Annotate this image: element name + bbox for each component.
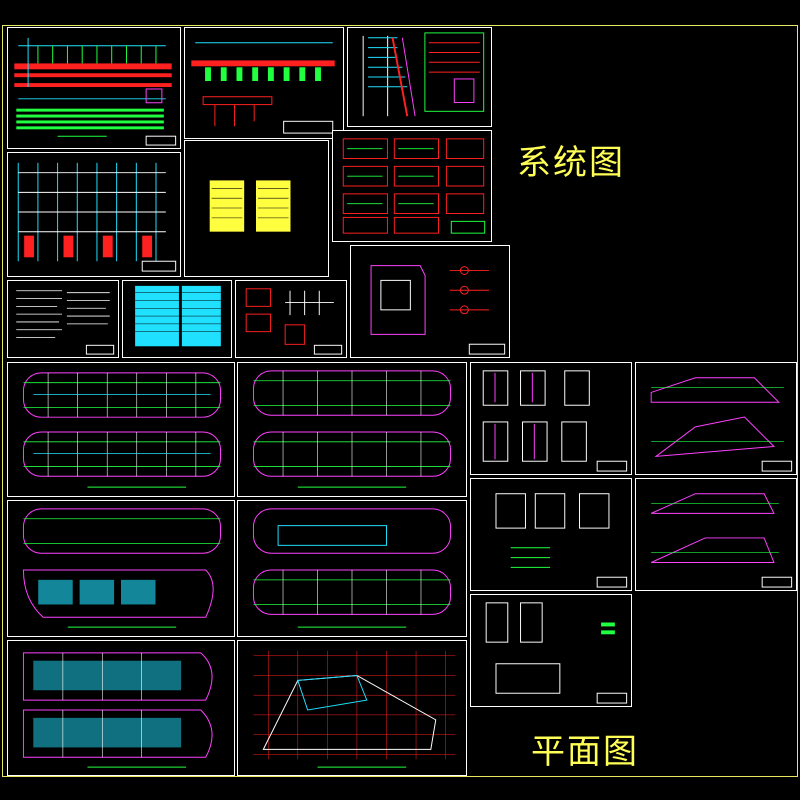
- sheet-room-details-1[interactable]: [470, 362, 632, 475]
- sheet-roof-plan-1[interactable]: [635, 362, 797, 475]
- sheet-site-plan[interactable]: [237, 640, 467, 776]
- sheet-substation-layout[interactable]: [350, 245, 510, 358]
- sheet-graphic: [191, 42, 335, 134]
- sheet-graphic: [370, 265, 506, 355]
- sheet-legend-tables[interactable]: [184, 140, 329, 277]
- sheet-graphic: [22, 372, 221, 488]
- sheet-design-notes[interactable]: [7, 280, 119, 358]
- sheet-graphic: [245, 288, 343, 355]
- sheet-distribution-system-2[interactable]: [184, 27, 344, 139]
- sheet-graphic: [252, 508, 452, 628]
- sheet-graphic: [252, 370, 452, 488]
- sheet-riser-diagram-2[interactable]: [7, 152, 181, 277]
- sheet-floor-plan-1[interactable]: [7, 362, 235, 497]
- sheet-graphic: [17, 162, 177, 272]
- sheet-graphic: [485, 602, 628, 704]
- system-diagram-label: 系统图: [517, 143, 625, 183]
- sheet-graphic: [209, 180, 291, 232]
- sheet-graphic: [482, 370, 628, 472]
- sheet-graphic: [16, 290, 115, 355]
- sheet-floor-plan-2[interactable]: [237, 362, 467, 497]
- sheet-graphic: [135, 285, 221, 347]
- sheet-riser-diagram-1[interactable]: [347, 27, 492, 127]
- sheet-detail-diagrams[interactable]: [235, 280, 347, 358]
- sheet-floor-plan-5[interactable]: [7, 640, 235, 776]
- sheet-graphic: [650, 493, 793, 588]
- sheet-graphic: [362, 32, 485, 117]
- sheet-distribution-system-1[interactable]: [7, 27, 181, 149]
- sheet-graphic: [14, 37, 177, 146]
- drawing-set-frame: [2, 25, 798, 777]
- sheet-graphic: [22, 508, 222, 628]
- sheet-graphic: [495, 493, 628, 588]
- sheet-equipment-schedule[interactable]: [122, 280, 232, 358]
- sheet-floor-plan-4[interactable]: [237, 500, 467, 637]
- sheet-room-details-2[interactable]: [470, 478, 632, 591]
- sheet-graphic: [650, 377, 793, 472]
- sheet-graphic: [253, 650, 456, 768]
- sheet-floor-plan-3[interactable]: [7, 500, 235, 637]
- sheet-graphic: [342, 138, 486, 234]
- sheet-panel-schedules[interactable]: [332, 130, 492, 242]
- sheet-graphic: [22, 652, 213, 768]
- floor-plan-label: 平面图: [531, 732, 639, 772]
- sheet-roof-plan-2[interactable]: [635, 478, 797, 591]
- sheet-room-details-3[interactable]: [470, 594, 632, 707]
